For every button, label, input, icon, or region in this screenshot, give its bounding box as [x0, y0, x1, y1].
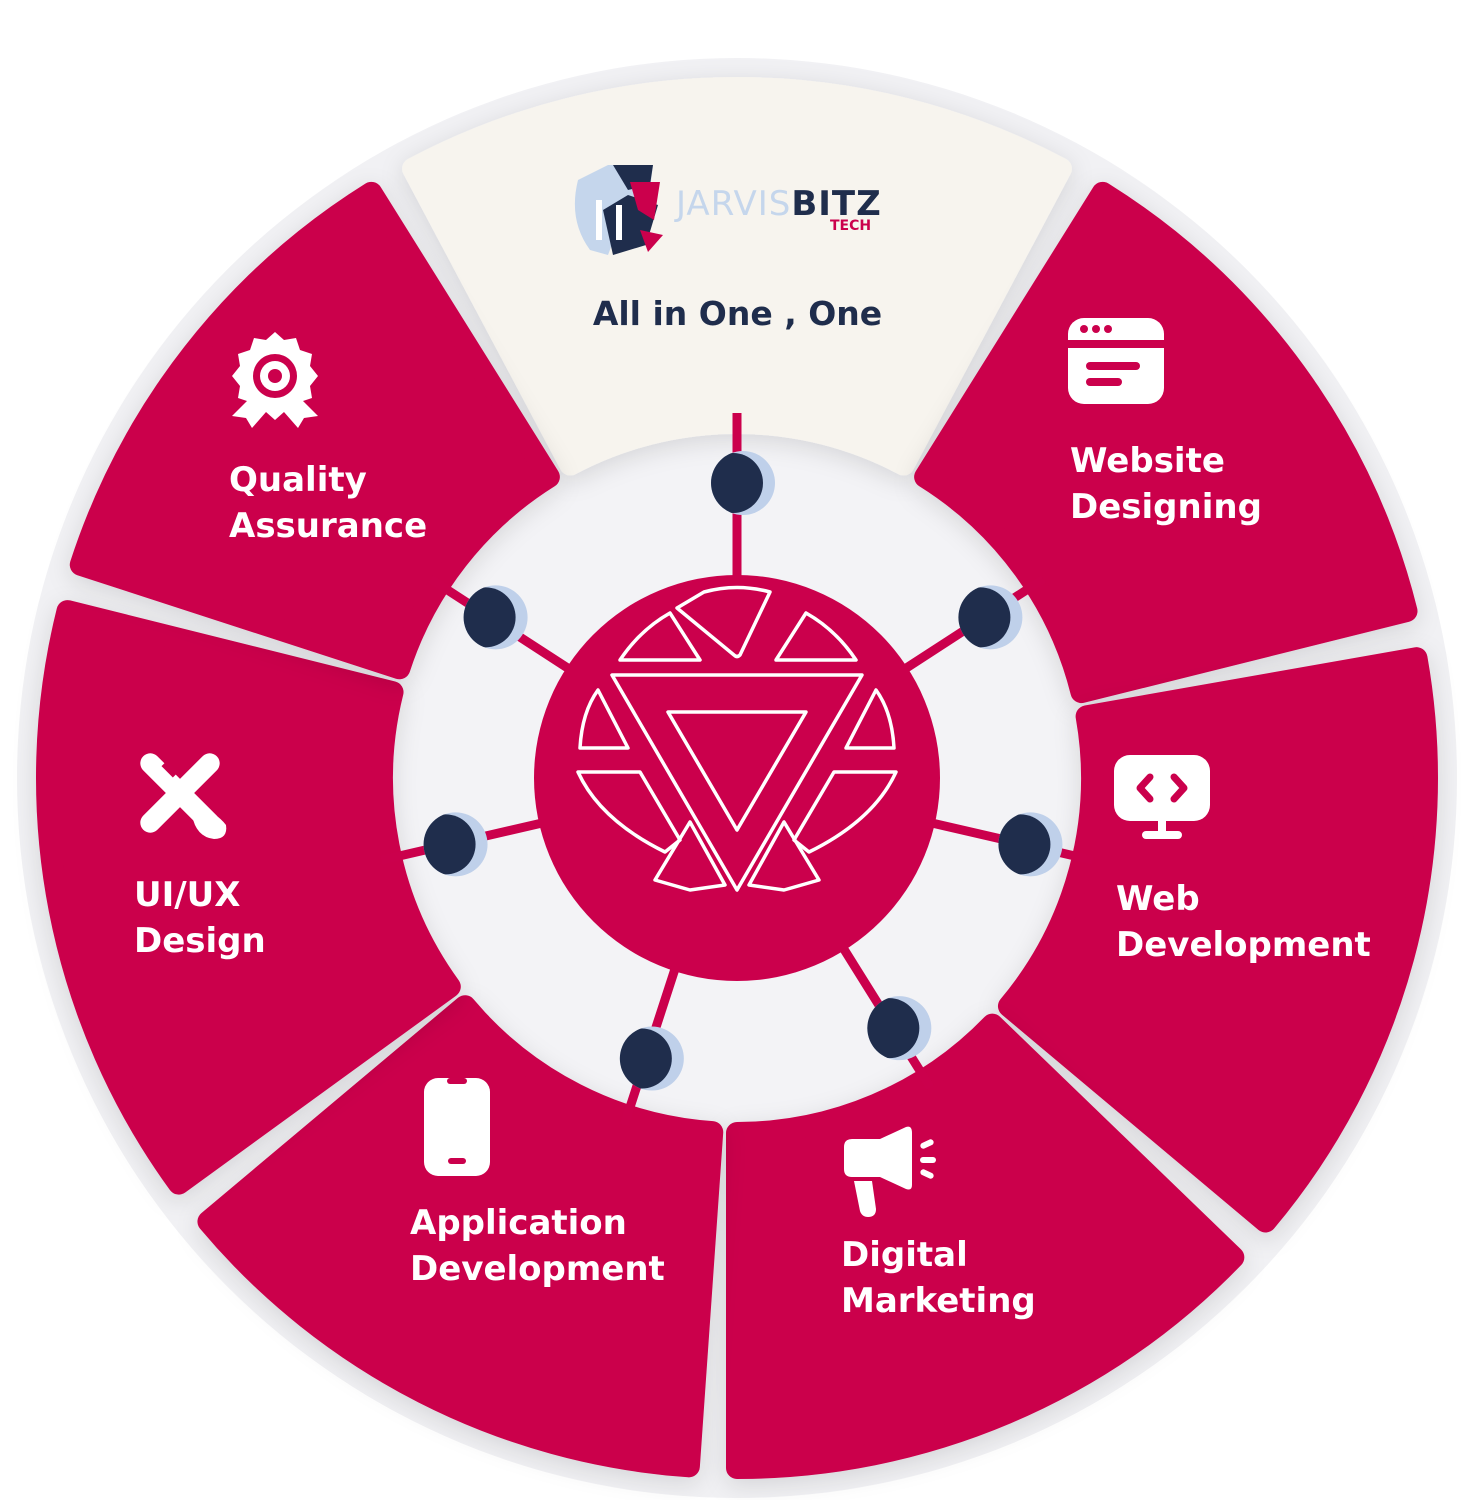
- spoke-node: [867, 996, 932, 1061]
- segment-quality-assurance: [69, 181, 560, 680]
- spokes-group: [380, 413, 1094, 1127]
- spoke-node: [423, 812, 488, 877]
- brand-name: JARVISBITZ: [676, 184, 882, 224]
- code-monitor-icon: [1114, 755, 1210, 839]
- segment-website-designing: [914, 181, 1418, 704]
- segment-application-development: [197, 995, 724, 1478]
- brand-subtitle: TECH: [830, 218, 872, 234]
- segments-group: [36, 77, 1438, 1479]
- label-line: Development: [410, 1249, 665, 1289]
- label-line: Designing: [1070, 487, 1262, 527]
- award-badge-icon: [232, 332, 318, 428]
- label-ui-ux-design: UI/UX Design: [134, 872, 266, 964]
- label-line: Assurance: [229, 506, 428, 546]
- segment-top-brand: [402, 77, 1072, 476]
- label-line: Quality: [229, 460, 367, 500]
- spoke-node-shade: [423, 814, 476, 875]
- brand-name-part1: JARVIS: [676, 184, 792, 224]
- spoke-node-shade: [711, 453, 763, 513]
- spoke-node: [463, 585, 528, 650]
- brand-mark-icon: [574, 165, 663, 255]
- arc-reactor-icon: [576, 585, 898, 892]
- label-line: Website: [1070, 441, 1225, 481]
- spoke-node-shade: [998, 814, 1051, 875]
- spoke-node-shade: [958, 587, 1011, 648]
- label-application-development: Application Development: [410, 1200, 665, 1292]
- browser-window-icon: [1068, 318, 1164, 404]
- label-line: Application: [410, 1203, 627, 1243]
- spoke-node: [711, 451, 775, 515]
- label-digital-marketing: Digital Marketing: [841, 1232, 1036, 1324]
- label-line: Design: [134, 921, 266, 961]
- spoke-node-shade: [867, 998, 920, 1059]
- hub-circle: [534, 575, 940, 981]
- label-line: Development: [1116, 925, 1371, 965]
- label-web-development: Web Development: [1116, 876, 1371, 968]
- label-website-designing: Website Designing: [1070, 438, 1262, 530]
- label-line: Digital: [841, 1235, 968, 1275]
- spoke-node-shade: [463, 587, 516, 648]
- brand-logo: JARVISBITZ TECH: [568, 160, 888, 260]
- segment-web-development: [997, 647, 1438, 1233]
- label-line: Marketing: [841, 1281, 1036, 1321]
- segment-digital-marketing: [726, 1013, 1245, 1479]
- smartphone-icon: [424, 1078, 490, 1176]
- label-quality-assurance: Quality Assurance: [229, 457, 427, 549]
- label-line: Web: [1116, 879, 1200, 919]
- pen-brush-icon: [140, 753, 227, 839]
- brand-name-part2: BITZ: [791, 184, 882, 224]
- tagline: All in One , One: [592, 294, 883, 333]
- spoke-node-shade: [619, 1028, 672, 1089]
- spoke-node: [998, 812, 1063, 877]
- spoke-node: [958, 585, 1023, 650]
- megaphone-icon: [844, 1126, 936, 1217]
- spoke-node: [619, 1026, 684, 1091]
- label-line: UI/UX: [134, 875, 241, 915]
